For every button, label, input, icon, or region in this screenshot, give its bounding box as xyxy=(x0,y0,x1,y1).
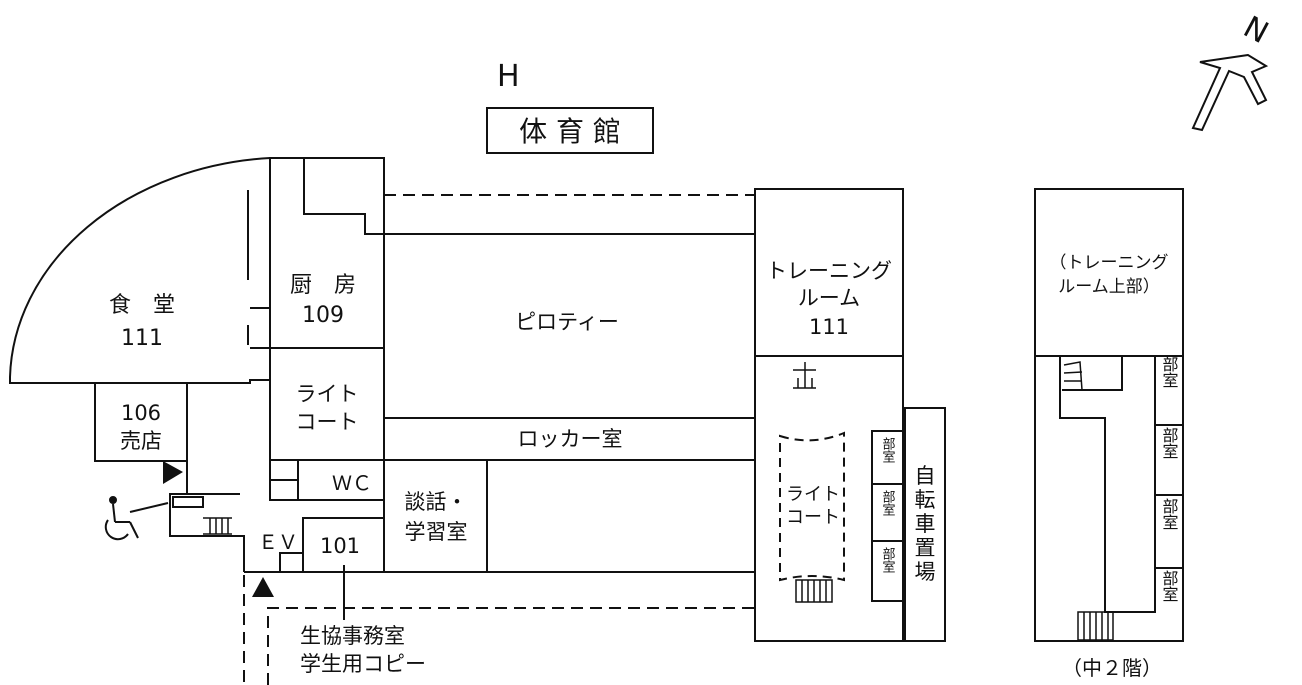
stair-icon xyxy=(1063,361,1114,641)
wheelchair-icon xyxy=(104,496,169,541)
light-court-2-outline xyxy=(779,431,845,582)
wc-label: ＷＣ xyxy=(332,471,372,495)
bicycle-char: 自 xyxy=(915,464,936,488)
entrance-arrow-icon xyxy=(163,461,183,484)
mezzanine-caption: （中２階） xyxy=(1062,656,1162,680)
entrance-wall xyxy=(169,461,245,572)
mezzanine-inner xyxy=(1059,356,1156,613)
bicycle-parking xyxy=(904,407,946,642)
wc-wall xyxy=(269,460,300,501)
club-room-label: 部室 xyxy=(880,547,896,573)
club-room-label: 部室 xyxy=(1160,498,1179,530)
club-room-label: 部室 xyxy=(880,437,896,463)
club-room-label: 部室 xyxy=(1160,427,1179,459)
walkway-dashed xyxy=(267,607,755,685)
shop-number: 106 xyxy=(121,401,161,425)
light-court-1-line1: ライト xyxy=(296,382,359,406)
club-room-label: 部室 xyxy=(1160,570,1179,602)
shop-outline xyxy=(94,382,188,462)
bicycle-char: 車 xyxy=(915,512,936,536)
training-upper-line2: ルーム上部） xyxy=(1058,277,1160,297)
bicycle-parking-label: 自 転 車 置 場 xyxy=(915,464,936,584)
lounge-line1: 談話・ xyxy=(405,490,468,514)
light-court-2-line1: ライト xyxy=(786,484,840,505)
kitchen-name: 厨 房 xyxy=(290,273,356,298)
light-court-2-line2: コート xyxy=(786,507,840,528)
dining-name: 食 堂 xyxy=(109,293,175,318)
training-line1: トレーニング xyxy=(766,259,892,283)
pilotis-label: ピロティー xyxy=(515,310,619,334)
training-upper-line1: （トレーニング xyxy=(1050,253,1169,273)
ev-label: ＥＶ xyxy=(258,530,298,554)
shop-name: 売店 xyxy=(120,429,162,453)
stair-icon xyxy=(795,579,833,603)
entrance-arrow-icon xyxy=(252,577,274,597)
room-101-label: 101 xyxy=(320,534,360,558)
stair-icon xyxy=(793,362,816,389)
training-number: 111 xyxy=(809,315,849,339)
kitchen-number: 109 xyxy=(302,303,344,328)
dining-hall-outline xyxy=(9,156,271,384)
bicycle-char: 場 xyxy=(915,560,936,584)
light-court-1-line2: コート xyxy=(296,410,359,434)
club-room-label: 部室 xyxy=(880,490,896,516)
kitchen-inner-wall xyxy=(303,158,384,235)
dining-number: 111 xyxy=(121,326,163,351)
training-block xyxy=(754,188,904,642)
mezzanine-outline xyxy=(1034,188,1184,642)
bicycle-char: 転 xyxy=(915,488,936,512)
club-rooms xyxy=(871,430,904,602)
stair-icon xyxy=(203,517,232,535)
locker-label: ロッカー室 xyxy=(518,427,623,451)
building-letter: H xyxy=(497,59,520,94)
training-line2: ルーム xyxy=(798,286,860,310)
coop-office-line2: 学生用コピー xyxy=(300,652,426,676)
club-room-label: 部室 xyxy=(1160,356,1179,388)
ev-shaft xyxy=(279,552,304,573)
north-label: N xyxy=(1238,10,1274,51)
entrance-stair xyxy=(172,496,204,508)
lounge-line2: 学習室 xyxy=(405,520,468,544)
building-name: 体 育 館 xyxy=(519,115,621,148)
coop-office-line1: 生協事務室 xyxy=(300,624,405,648)
north-arrow-icon xyxy=(1191,53,1269,132)
club-room-labels: 部室 部室 部室 xyxy=(880,437,896,573)
building-name-box xyxy=(486,107,654,154)
mezzanine-club-room-labels: 部室 部室 部室 部室 xyxy=(1160,356,1179,602)
bicycle-char: 置 xyxy=(915,536,936,560)
